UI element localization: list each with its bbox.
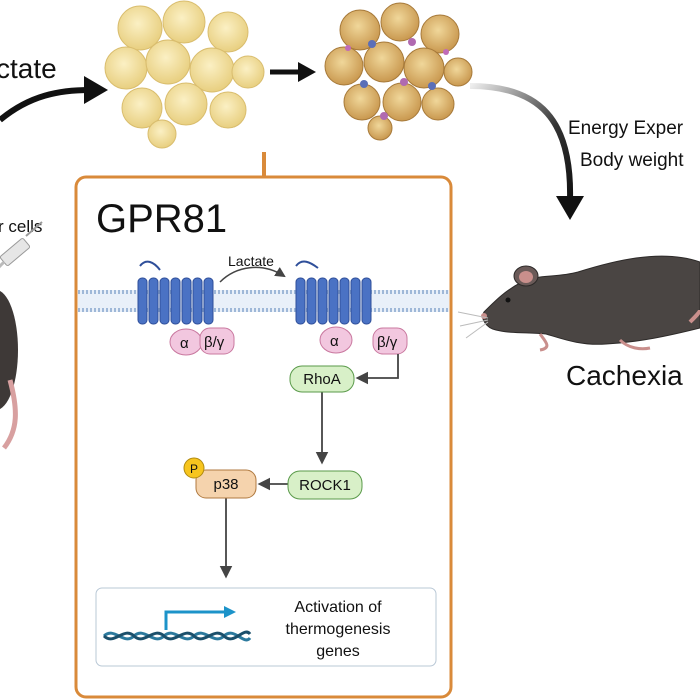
lactate-arrow-head [84,76,108,104]
p38-label: p38 [213,476,238,493]
promoter-arrow-icon [164,606,236,630]
rock1-label: ROCK1 [299,477,351,494]
cluster-arrow-head [298,62,316,82]
lactate-top-label: ctate [0,53,57,84]
body-weight-label: Body weight [580,150,684,171]
phosphate-label: P [190,462,198,476]
cell-membrane [78,290,449,312]
phosphate-node [183,457,205,479]
beta-gamma-label-2: β/γ [377,334,398,351]
beta-gamma-label-1: β/γ [204,334,225,351]
cachexia-mouse-icon [457,255,700,352]
beige-adipocyte-cluster [324,2,473,141]
activation-label-line3: genes [316,643,360,660]
p38-node [195,469,257,499]
gpr81-receptor-active [295,260,372,325]
lactate-inner-label: Lactate [228,253,274,269]
lactate-curved-arrow [0,87,91,123]
rhoa-label: RhoA [303,371,341,388]
activation-label-line1: Activation of [294,599,382,616]
gene-activation-box [95,587,437,667]
rock1-node [287,470,363,500]
white-adipocyte-cluster [104,0,265,149]
cachexia-arrow-head [556,196,584,220]
rhoa-node [289,365,355,393]
gpr81-title: GPR81 [96,197,227,241]
g-protein-inactive [169,327,235,356]
cachexia-label: Cachexia [566,360,683,391]
dna-icon [102,630,252,642]
energy-expenditure-label: Energy Exper [568,118,684,139]
alpha-subunit-label-1: α [180,335,189,352]
gpr81-receptor-inactive [137,260,214,325]
arrow-betagamma-to-rhoa [355,354,399,385]
tumor-mouse-partial [0,291,18,450]
alpha-subunit-label-2: α [330,333,339,350]
syringe-icon [0,221,43,269]
activation-label-line2: thermogenesis [286,621,391,638]
lactate-binding-arrow [219,266,286,283]
cachexia-curved-arrow [469,83,574,201]
g-protein-dissociated [319,326,408,355]
